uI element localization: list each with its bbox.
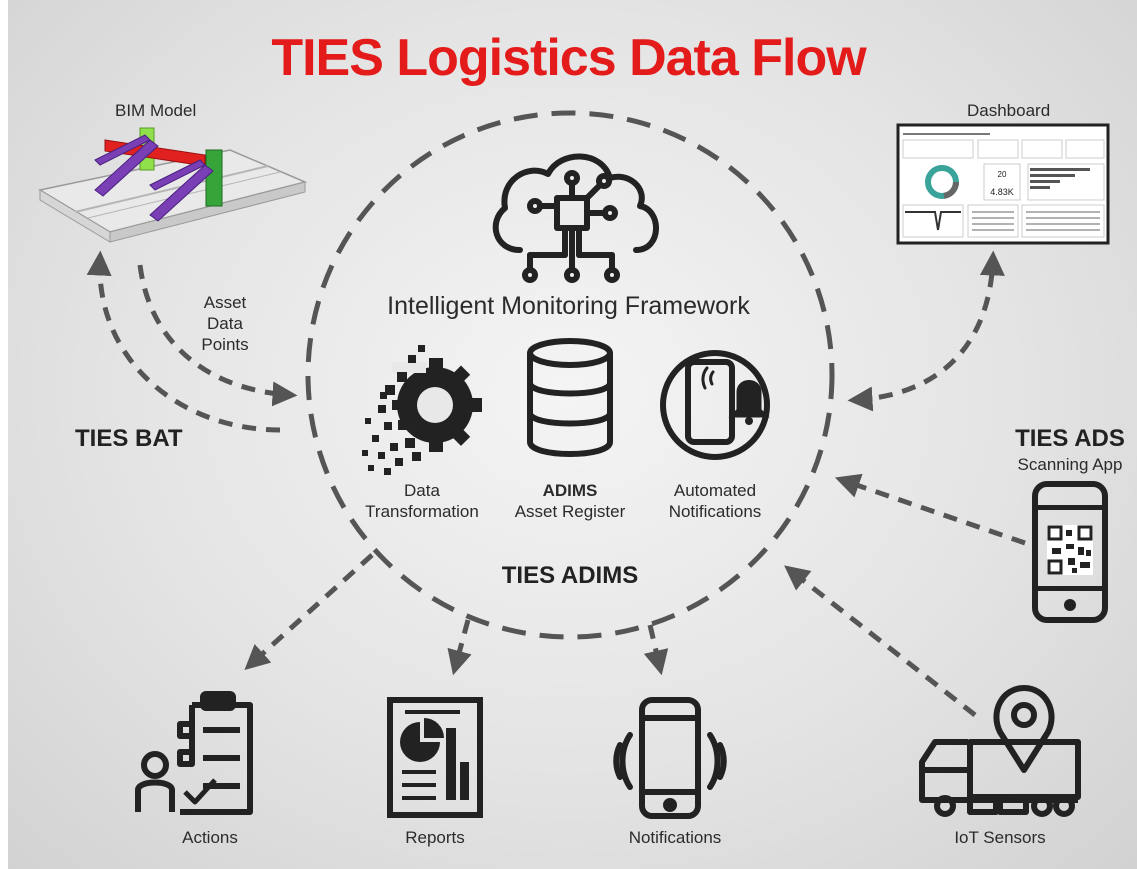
automated-notifications-line-2: Notifications [668, 502, 762, 521]
left-edge-strip [0, 0, 8, 869]
bim-model-illustration [37, 127, 308, 243]
scanning-app-label: Scanning App [1017, 455, 1123, 474]
notifications-label: Notifications [628, 828, 722, 847]
iot-truck-icon [919, 685, 1081, 817]
dashboard-kpi-1: 20 [998, 170, 1007, 179]
scanning-phone-icon [1032, 481, 1108, 623]
bim-model-label: BIM Model [115, 101, 197, 120]
adims-line-2: Asset Register [514, 502, 626, 521]
asset-data-points-label: Asset Data Points [190, 292, 260, 355]
dashboard-kpi-2: 4.83K [990, 187, 1014, 197]
automated-notifications-icon [660, 350, 770, 460]
ties-bat-label: TIES BAT [75, 425, 183, 452]
data-transformation-label: Data Transformation [352, 480, 492, 522]
asset-data-points-line-3: Points [201, 335, 249, 354]
dashboard-label: Dashboard [967, 101, 1051, 120]
adims-line-1: ADIMS [542, 481, 598, 500]
ties-ads-label: TIES ADS [1015, 425, 1125, 452]
arrow-framework-to-notifications [643, 624, 669, 676]
database-icon [527, 338, 613, 457]
arrow-iot-to-framework [784, 565, 977, 717]
automated-notifications-label: Automated Notifications [645, 480, 785, 522]
arrow-ads-to-framework [834, 473, 1026, 546]
arrow-bim-to-framework [137, 264, 298, 407]
framework-label: Intelligent Monitoring Framework [387, 292, 750, 320]
dashboard-illustration: 20 4.83K [896, 123, 1110, 245]
arrow-dashboard-framework [847, 250, 1005, 412]
flow-arrows [86, 250, 1026, 717]
adims-label: ADIMS Asset Register [500, 480, 640, 522]
data-transformation-icon [362, 345, 482, 475]
cloud-circuit-icon [492, 153, 659, 283]
data-transformation-line-1: Data [404, 481, 440, 500]
asset-data-points-line-2: Data [207, 314, 243, 333]
reports-icon [387, 697, 483, 818]
diagram-title: TIES Logistics Data Flow [271, 29, 866, 87]
arrow-bat-to-bim [86, 250, 281, 433]
ties-adims-label: TIES ADIMS [501, 562, 639, 589]
data-transformation-line-2: Transformation [365, 502, 479, 521]
iot-sensors-label: IoT Sensors [954, 828, 1046, 847]
actions-label: Actions [182, 828, 238, 847]
reports-label: Reports [405, 828, 465, 847]
actions-icon [135, 691, 253, 815]
asset-data-points-line-1: Asset [203, 293, 247, 312]
arrow-framework-to-actions [244, 553, 374, 671]
arrow-framework-to-reports [447, 619, 472, 676]
automated-notifications-line-1: Automated [673, 481, 757, 500]
notifications-phone-icon [613, 697, 727, 819]
framework-circle [305, 110, 835, 640]
